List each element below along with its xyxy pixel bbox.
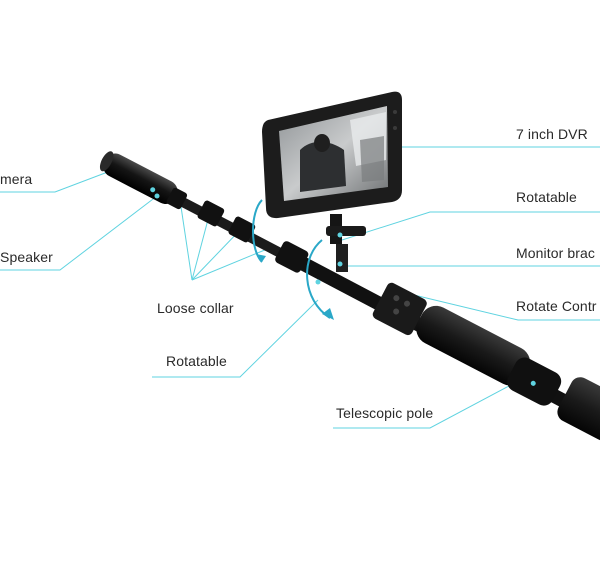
label-loose-collar: Loose collar — [157, 300, 234, 316]
label-rotatable-right: Rotatable — [516, 189, 577, 205]
collar-2 — [197, 200, 225, 227]
label-rotatable-left: Rotatable — [166, 353, 227, 369]
leader-camera — [0, 169, 114, 193]
monitor — [262, 91, 402, 219]
label-speaker: Speaker — [0, 249, 53, 265]
leader-rotatable-right — [341, 211, 600, 241]
label-rotate-control: Rotate Contr — [516, 298, 597, 314]
leader-rotatable-left — [152, 299, 319, 378]
leader-speaker — [0, 195, 158, 271]
leader-rotate-control — [413, 294, 600, 321]
rotation-arrows — [252, 199, 334, 320]
label-telescopic-pole: Telescopic pole — [336, 405, 434, 421]
label-camera: mera — [0, 171, 33, 187]
rotation-arrow-lower — [306, 239, 331, 319]
end-grip — [557, 377, 600, 441]
leader-loose-collar — [179, 199, 273, 281]
label-dvr: 7 inch DVR — [516, 126, 588, 142]
telescopic-pole — [99, 151, 600, 441]
monitor-bracket — [326, 214, 366, 272]
label-monitor-bracket: Monitor brac — [516, 245, 596, 261]
camera-head — [99, 151, 178, 205]
rotate-control-block — [372, 282, 427, 336]
collar-4 — [275, 241, 309, 273]
leader-telescopic-pole — [333, 377, 525, 429]
lower-handle — [507, 357, 562, 406]
leader-lines — [0, 146, 600, 429]
collar-1 — [166, 187, 188, 210]
collar-3 — [228, 216, 256, 243]
foam-grip — [416, 305, 531, 386]
